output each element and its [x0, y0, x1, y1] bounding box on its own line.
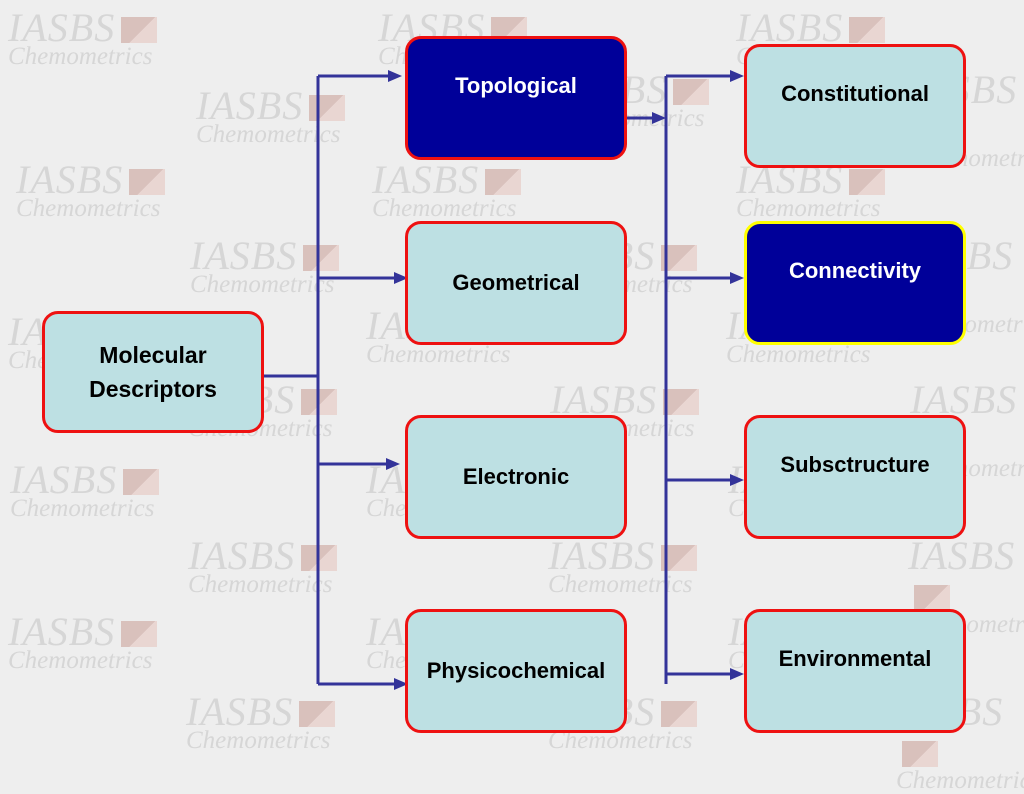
node-molecular-descriptors[interactable]: Molecular Descriptors — [42, 311, 264, 433]
arrowhead-topological-out — [652, 112, 666, 124]
arrowhead-connectivity — [730, 272, 744, 284]
node-constitutional[interactable]: Constitutional — [744, 44, 966, 168]
node-environmental[interactable]: Environmental — [744, 609, 966, 733]
arrowhead-geometrical — [394, 272, 408, 284]
arrowhead-environmental — [730, 668, 744, 680]
arrowhead-substructure — [730, 474, 744, 486]
node-connectivity[interactable]: Connectivity — [744, 221, 966, 345]
node-substructure[interactable]: Subsctructure — [744, 415, 966, 539]
arrowhead-electronic — [386, 458, 400, 470]
arrowhead-topological — [388, 70, 402, 82]
node-geometrical[interactable]: Geometrical — [405, 221, 627, 345]
node-physicochemical[interactable]: Physicochemical — [405, 609, 627, 733]
node-electronic[interactable]: Electronic — [405, 415, 627, 539]
arrowhead-constitutional — [730, 70, 744, 82]
node-topological[interactable]: Topological — [405, 36, 627, 160]
connector-lines — [264, 70, 744, 690]
arrowhead-physicochemical — [394, 678, 408, 690]
